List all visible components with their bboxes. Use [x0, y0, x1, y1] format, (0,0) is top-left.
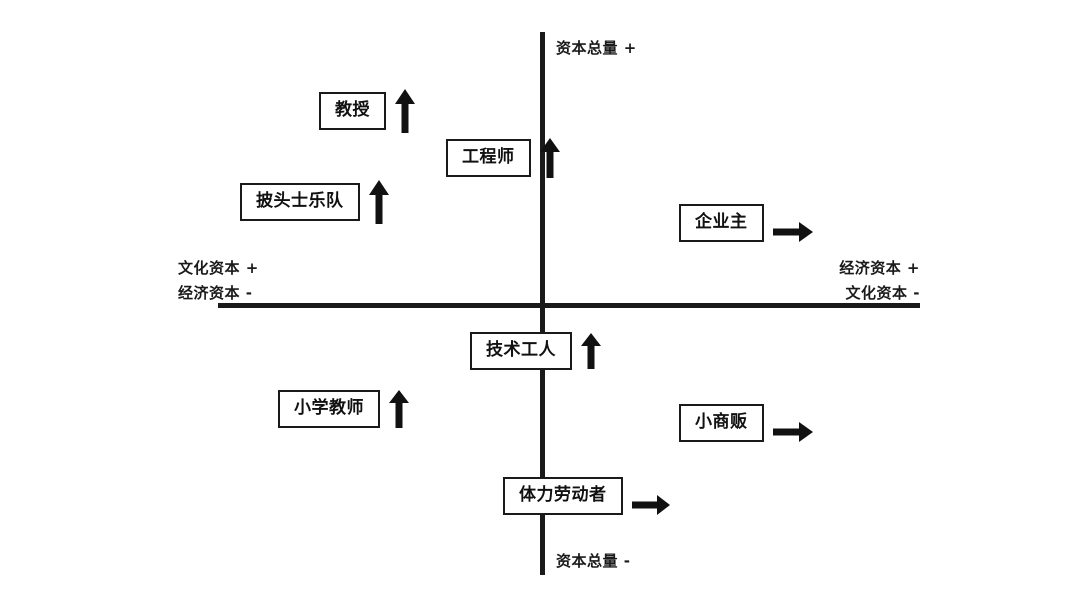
- node-label-engineer: 工程师: [446, 139, 531, 177]
- up-arrow-icon: [395, 89, 415, 133]
- node-small-vendor: 小商贩: [679, 404, 813, 442]
- node-label-primary-teacher: 小学教师: [278, 390, 380, 428]
- right-arrow-icon: [631, 495, 670, 515]
- node-label-small-vendor: 小商贩: [679, 404, 764, 442]
- node-manual-laborer: 体力劳动者: [503, 477, 670, 515]
- node-label-manual-laborer: 体力劳动者: [503, 477, 623, 515]
- right-arrow-icon: [772, 422, 813, 442]
- axis-label-bottom: 资本总量 -: [556, 552, 631, 570]
- right-arrow-icon: [772, 222, 813, 242]
- node-label-skilled-worker: 技术工人: [470, 332, 572, 370]
- node-business-owner: 企业主: [679, 204, 813, 242]
- up-arrow-icon: [539, 138, 560, 178]
- node-label-business-owner: 企业主: [679, 204, 764, 242]
- axis-label-left-line1: 文化资本 +: [178, 259, 259, 277]
- up-arrow-icon: [368, 180, 389, 224]
- up-arrow-icon: [581, 332, 601, 369]
- node-label-beatles: 披头士乐队: [240, 183, 360, 221]
- up-arrow-icon: [389, 390, 409, 428]
- node-engineer: 工程师: [446, 138, 560, 178]
- node-professor: 教授: [319, 89, 415, 133]
- axis-label-right-line2: 文化资本 -: [845, 284, 920, 302]
- node-label-professor: 教授: [319, 92, 386, 130]
- node-skilled-worker: 技术工人: [470, 332, 601, 370]
- node-primary-teacher: 小学教师: [278, 390, 409, 428]
- axis-label-left-line2: 经济资本 -: [178, 284, 253, 302]
- axis-label-top: 资本总量 +: [556, 39, 637, 57]
- axis-label-right-line1: 经济资本 +: [839, 259, 920, 277]
- horizontal-axis-line: [218, 303, 920, 308]
- node-beatles: 披头士乐队: [240, 180, 389, 224]
